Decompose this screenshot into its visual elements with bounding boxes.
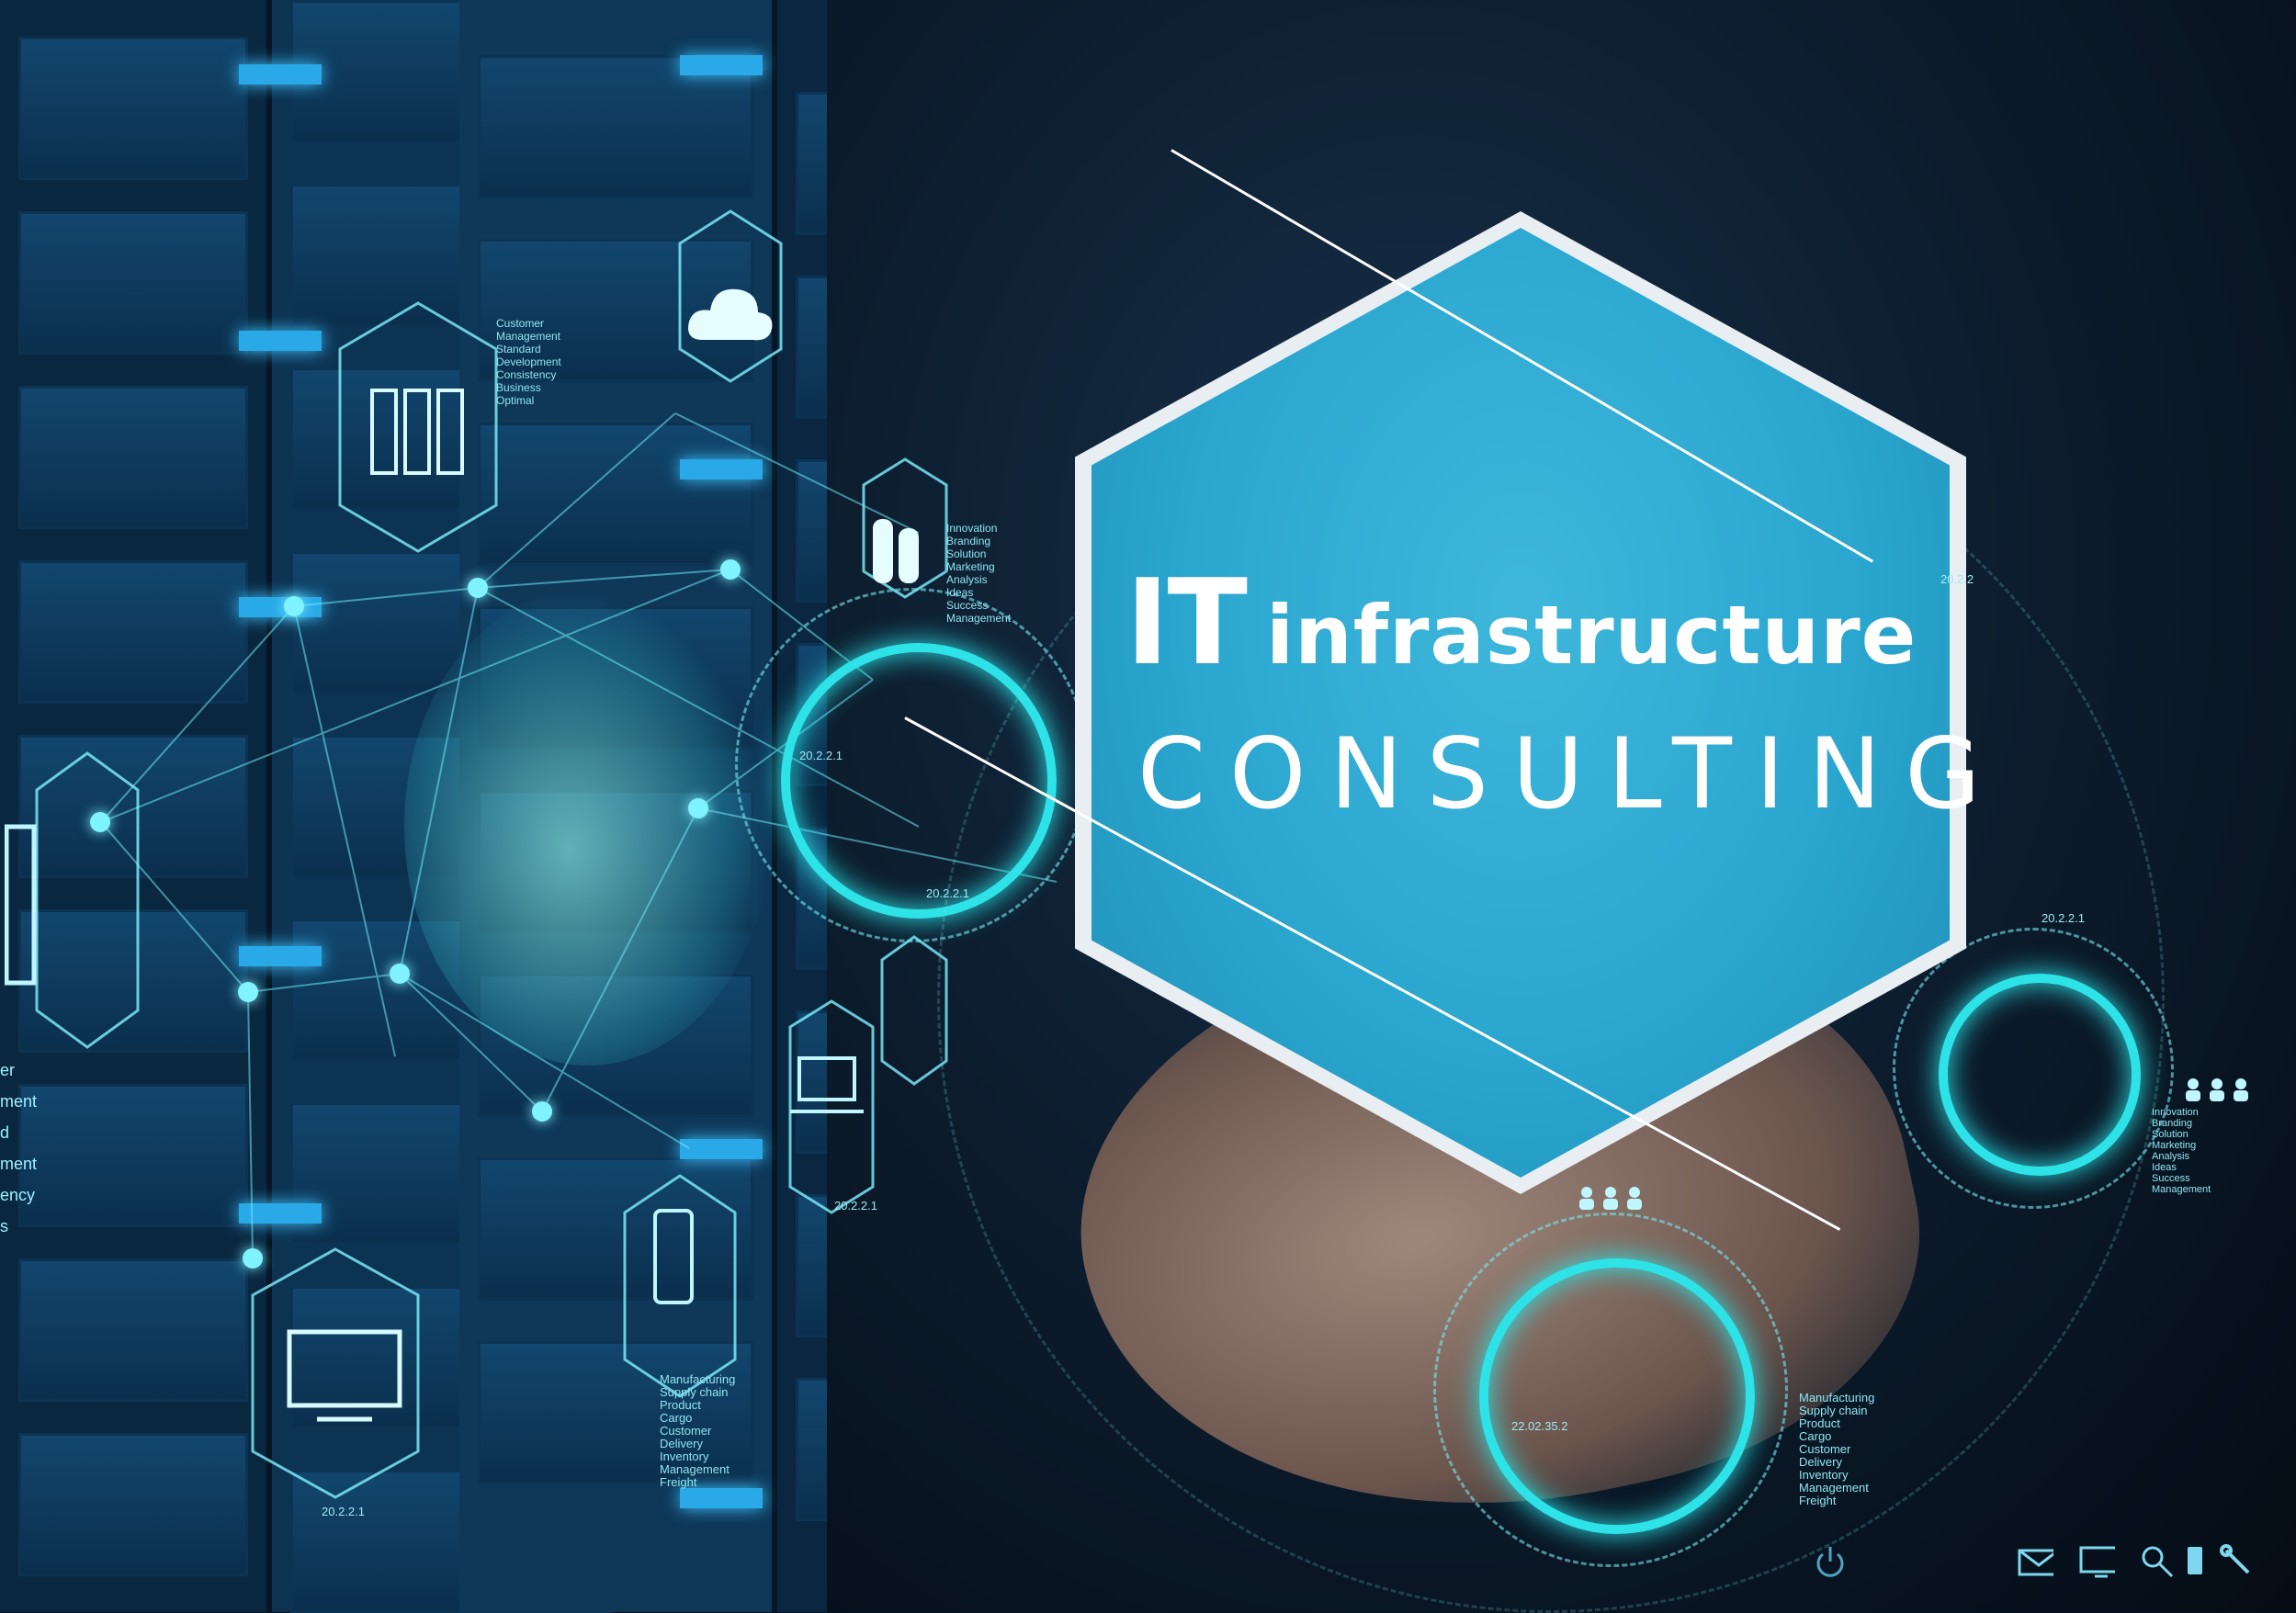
- people-group-icon: [1579, 1187, 1642, 1210]
- monitor-icon: [287, 1329, 402, 1422]
- hud-code: 20.2.2.1: [322, 1505, 365, 1518]
- rack-led: [239, 946, 322, 966]
- hud-code: 20.2.2: [1940, 572, 1974, 586]
- network-node: [532, 1101, 552, 1122]
- rack-led: [239, 331, 322, 351]
- title-main: infrastructure: [1265, 588, 1917, 682]
- rack-led: [680, 55, 763, 75]
- server-rack: [0, 0, 272, 1612]
- rack-led: [680, 1488, 763, 1508]
- network-node: [468, 578, 488, 598]
- hexagon-fill: [1091, 228, 1950, 1178]
- phone-icon: [653, 1209, 694, 1304]
- screen-icon: [2079, 1546, 2115, 1578]
- network-node: [720, 559, 741, 580]
- network-node: [390, 964, 410, 984]
- network-node: [284, 596, 304, 616]
- hud-code: 22.02.35.2: [1511, 1419, 1568, 1433]
- laptop-icon: [790, 1056, 864, 1113]
- wrench-icon: [2220, 1544, 2250, 1574]
- network-node: [243, 1248, 263, 1269]
- network-node: [90, 812, 110, 832]
- people-group-icon: [2186, 1078, 2248, 1101]
- database-icon: [873, 519, 919, 583]
- rack-led: [680, 459, 763, 479]
- network-node: [688, 798, 708, 818]
- hud-code: 20.2.2.1: [926, 886, 969, 900]
- mail-icon: [2018, 1549, 2053, 1576]
- rack-led: [239, 1203, 322, 1224]
- hud-code: 20.2.2.1: [2042, 911, 2085, 925]
- hud-code: 20.2.2.1: [799, 749, 843, 762]
- phone-icon: [2188, 1547, 2202, 1574]
- title-it: IT: [1125, 555, 1248, 692]
- banner-subtitle: CONSULTING: [1137, 717, 2005, 830]
- magnifier-icon: [2142, 1546, 2174, 1578]
- server-rack-icon: [370, 389, 464, 475]
- cloud-icon: [688, 288, 773, 341]
- globe-icon: [404, 588, 772, 1066]
- rack-led: [239, 64, 322, 85]
- tablet-icon: [5, 824, 37, 986]
- network-node: [238, 982, 258, 1002]
- title-hexagon: [1075, 211, 1966, 1194]
- power-icon: [1816, 1547, 1844, 1577]
- hud-code: 20.2.2.1: [834, 1199, 877, 1213]
- rack-led: [680, 1139, 763, 1159]
